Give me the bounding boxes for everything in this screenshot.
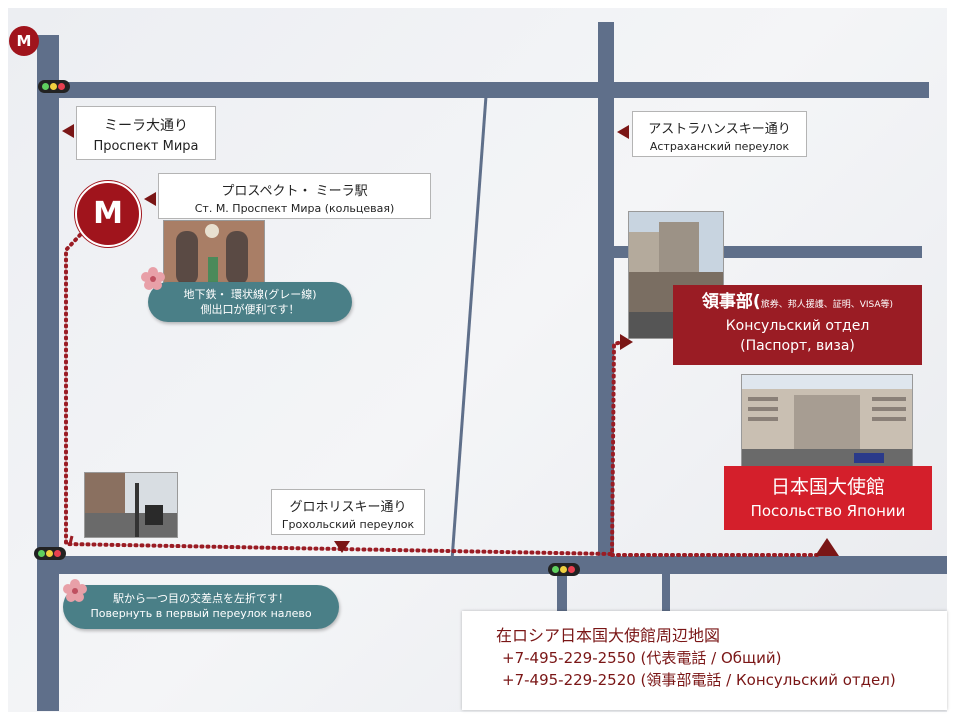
traffic-light-icon: [548, 563, 580, 576]
flower-icon: [63, 579, 87, 602]
station-label: プロスペクト・ ミーラ駅 Ст. М. Проспект Мира (кольц…: [158, 173, 431, 219]
subway-bubble-line2: 側出口が便利です！: [200, 303, 300, 316]
street-label-jp: ミーラ大通り: [104, 118, 188, 134]
info-phone-consular: +7-495-229-2520 (領事部電話 / Консульский отд…: [502, 671, 896, 689]
station-photo: [163, 220, 265, 286]
station-label-ru: Ст. М. Проспект Мира (кольцевая): [194, 202, 395, 215]
embassy-box: 日本国大使館 Посольство Японии: [724, 466, 932, 530]
street-label-mira: ミーラ大通り Проспект Мира: [76, 106, 216, 160]
consular-ru-line1: Консульский отдел: [725, 318, 870, 334]
route-dotted-arrow: [68, 535, 74, 545]
metro-small-icon: M: [9, 26, 39, 56]
road-top-horizontal: [37, 82, 929, 98]
street-label-ru: Астраханский переулок: [649, 140, 790, 153]
embassy-photo-image: [742, 375, 912, 467]
embassy-ru: Посольство Японии: [750, 502, 906, 520]
turn-left-bubble: 駅から一つ目の交差点を左折です！ Повернуть в первый пере…: [63, 585, 339, 629]
station-label-jp: プロスペクト・ ミーラ駅: [221, 184, 368, 199]
street-corner-photo: [84, 472, 178, 538]
consular-title-small: 旅券、邦人援護、証明、VISA等): [760, 300, 894, 310]
consular-section-box: 領事部(旅券、邦人援護、証明、VISA等) Консульский отдел …: [673, 285, 922, 365]
pointer-down-icon: [334, 541, 350, 553]
street-label-astrakhan: アストラハンスキー通り Астраханский переулок: [632, 111, 807, 157]
road-astrakhan-vertical: [598, 22, 614, 560]
flower-icon: [141, 267, 165, 290]
info-panel: 在ロシア日本国大使館周辺地図 +7-495-229-2550 (代表電話 / О…: [462, 611, 947, 710]
road-diagonal: [450, 95, 488, 561]
street-label-jp: グロホリスキー通り: [289, 500, 407, 515]
embassy-photo: [741, 374, 913, 468]
road-bottom-stub: [557, 566, 567, 612]
subway-bubble-line1: 地下鉄・ 環状線(グレー線): [183, 288, 317, 301]
pointer-left-icon: [62, 124, 74, 138]
traffic-light-icon: [38, 80, 70, 93]
road-mira-vertical: [37, 35, 59, 711]
embassy-jp: 日本国大使館: [770, 476, 885, 498]
street-corner-image: [85, 473, 177, 537]
turn-bubble-line1: 駅から一つ目の交差点を左折です！: [113, 592, 289, 605]
subway-exit-bubble: 地下鉄・ 環状線(グレー線) 側出口が便利です！: [148, 282, 352, 322]
consular-ru-line2: (Паспорт, виза): [740, 338, 855, 354]
info-phone-main: +7-495-229-2550 (代表電話 / Общий): [502, 649, 782, 667]
road-bottom-stub-right: [662, 566, 670, 612]
consular-title: 領事部(: [701, 292, 761, 312]
info-title: 在ロシア日本国大使館周辺地図: [496, 626, 721, 645]
road-grokholsky-horizontal: [37, 556, 947, 574]
pointer-left-icon: [617, 125, 629, 139]
pointer-up-icon: [815, 538, 839, 556]
street-label-ru: Грохольский переулок: [281, 518, 415, 531]
metro-station-icon: M: [75, 181, 141, 247]
street-label-jp: アストラハンスキー通り: [648, 122, 791, 137]
traffic-light-icon: [34, 547, 66, 560]
turn-bubble-line2: Повернуть в первый переулок налево: [90, 607, 312, 620]
pointer-left-icon: [144, 192, 156, 206]
pointer-right-icon: [620, 334, 633, 350]
street-label-ru: Проспект Мира: [93, 139, 199, 154]
street-label-grokholsky: グロホリスキー通り Грохольский переулок: [271, 489, 425, 535]
station-photo-image: [164, 221, 264, 285]
